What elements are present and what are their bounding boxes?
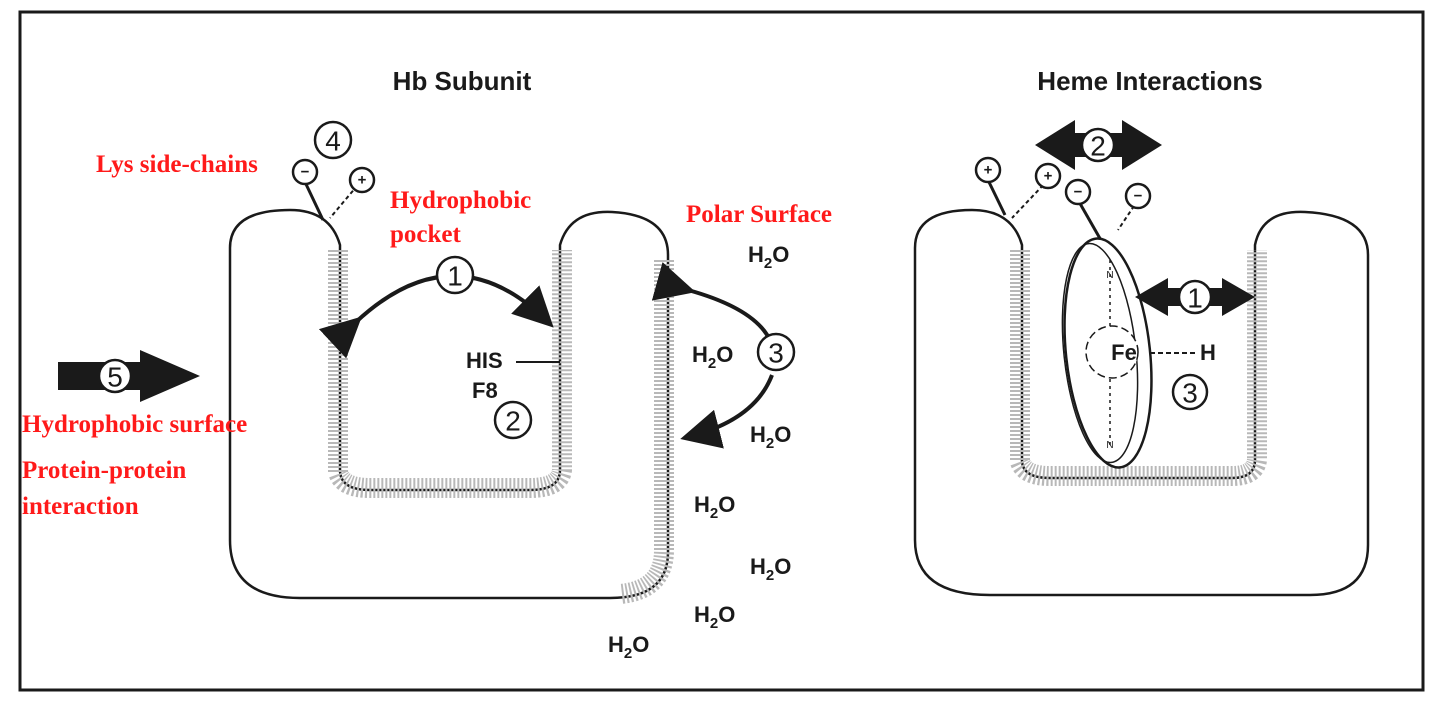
marker-4-icon: [313, 120, 353, 160]
heme-positive-charge-2-icon: [1034, 162, 1062, 190]
heme-interactions-panel: Heme Interactions 2 + + − − N N Fe H 3: [913, 66, 1370, 597]
heme-marker-1: 1: [1187, 283, 1203, 314]
iron-atom-icon: [1085, 325, 1139, 379]
heme-marker-3-icon: [1171, 373, 1209, 411]
marker-1-icon: [435, 255, 475, 295]
negative-charge-icon: [291, 158, 319, 186]
positive-charge-icon: [348, 166, 376, 194]
negative-charge-sign: −: [301, 164, 310, 181]
marker-2: 2: [505, 406, 521, 437]
marker-5: 5: [107, 362, 123, 393]
water-molecules: H2O H2O H2O H2O H2O H2O H2O: [608, 242, 791, 662]
water-7: H2O: [608, 632, 649, 662]
heme-negative-charge-1: −: [1074, 184, 1083, 201]
heme-marker-2-icon: [1080, 127, 1116, 163]
ppi-label-2: interaction: [22, 493, 139, 520]
figure-frame: [18, 10, 1425, 692]
marker-1: 1: [447, 261, 463, 292]
outer-surface-lining: [618, 260, 674, 604]
fe-label: Fe: [1111, 340, 1137, 365]
heme-positive-charge-1: +: [984, 162, 993, 179]
heme-chain-line-2: [1076, 199, 1104, 243]
heme-positive-charge-2: +: [1044, 168, 1053, 185]
hb-subunit-panel: Hb Subunit Lys side-chains − + 4 Hydroph…: [22, 66, 832, 662]
hydrophobic-surface-label: Hydrophobic surface: [22, 411, 247, 438]
marker-3-icon: [756, 332, 796, 372]
polar-surface-label: Polar Surface: [686, 201, 832, 228]
lys-side-chains-label: Lys side-chains: [96, 151, 258, 178]
heme-negative-charge-2-icon: [1124, 182, 1152, 210]
heme-negative-charge-2: −: [1134, 188, 1143, 205]
water-3: H2O: [750, 422, 791, 452]
heme-n-bottom: N: [1106, 440, 1113, 451]
water-2: H2O: [692, 342, 733, 372]
water-6: H2O: [694, 602, 735, 632]
marker-5-icon: [97, 358, 133, 394]
water-4: H2O: [694, 492, 735, 522]
heme-chain-line-1: [986, 179, 1007, 216]
marker-2-icon: [493, 400, 533, 440]
f8-label: F8: [472, 378, 498, 403]
heme-n-top: N: [1106, 270, 1113, 281]
heme-marker-2: 2: [1090, 131, 1106, 162]
polar-arrow-bottom: [680, 374, 774, 449]
hydrophobic-pocket-label-2: pocket: [390, 221, 462, 248]
marker-3: 3: [768, 338, 784, 369]
water-5: H2O: [750, 554, 791, 584]
hydrophobic-lining: [328, 250, 572, 498]
heme-marker-1-icon: [1177, 279, 1213, 315]
heme-subunit-body: [913, 208, 1370, 597]
marker-4: 4: [325, 126, 341, 157]
water-1: H2O: [748, 242, 789, 272]
ppi-label-1: Protein-protein: [22, 457, 186, 484]
heme-marker-3: 3: [1182, 378, 1198, 409]
heme-positive-charge-1-icon: [974, 156, 1002, 184]
hydrophobic-pocket-label-1: Hydrophobic: [390, 187, 531, 214]
heme-chain-dashed-2: [1117, 199, 1139, 231]
polar-arrow-top: [651, 262, 774, 346]
lys-chain-line: [303, 181, 325, 221]
heme-interactions-title: Heme Interactions: [1037, 66, 1262, 96]
hb-subunit-title: Hb Subunit: [393, 66, 532, 96]
his-label: HIS: [466, 348, 503, 373]
positive-charge-sign: +: [358, 172, 367, 189]
h-label: H: [1200, 340, 1216, 365]
heme-negative-charge-1-icon: [1064, 178, 1092, 206]
